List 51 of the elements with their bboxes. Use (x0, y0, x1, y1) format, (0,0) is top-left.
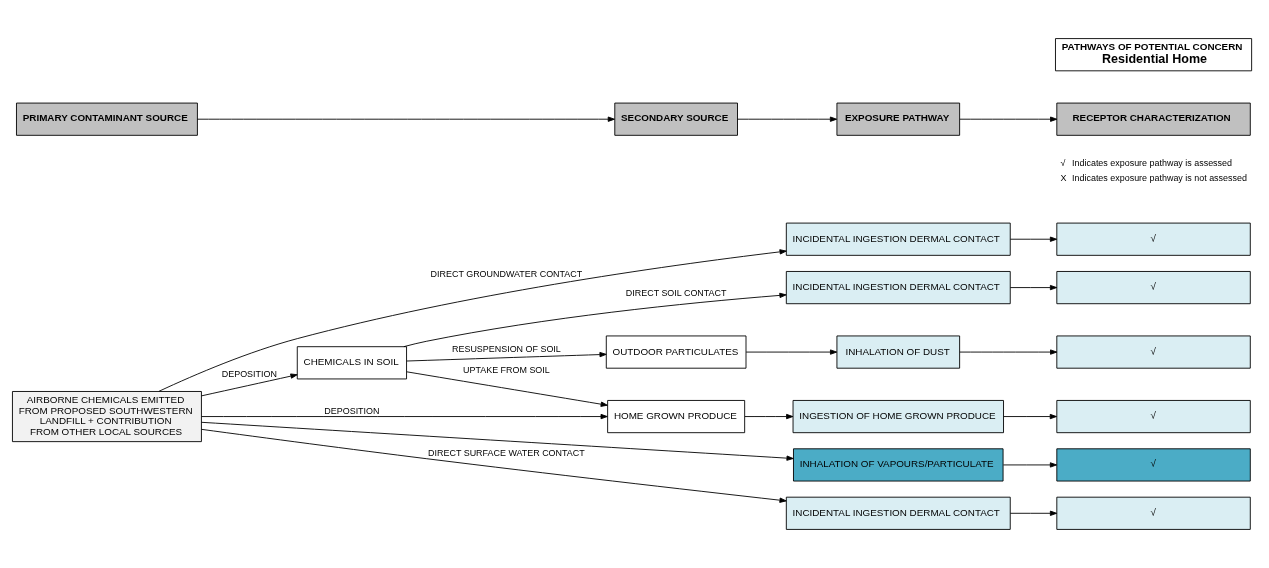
node-box: PRIMARY CONTAMINANT SOURCE (16, 102, 198, 136)
arrow (197, 116, 615, 122)
node-box: SECONDARY SOURCE (614, 102, 738, 136)
node-box: INCIDENTAL INGESTION DERMAL CONTACT (785, 496, 1011, 530)
arrow (201, 373, 298, 397)
arrow (959, 349, 1058, 355)
arrow (1009, 510, 1058, 516)
node-box: INHALATION OF DUST (836, 335, 961, 369)
node-box: √ (1056, 496, 1251, 530)
node-box: INCIDENTAL INGESTION DERMAL CONTACT (785, 222, 1011, 256)
label: √ (1060, 157, 1066, 168)
arrow (406, 351, 607, 362)
node-box: OUTDOOR PARTICULATES (605, 335, 747, 369)
arrow (158, 249, 787, 392)
label: X (1060, 173, 1067, 183)
arrow (403, 292, 787, 348)
arrow (745, 349, 838, 355)
node-box: INHALATION OF VAPOURS/PARTICULATE (793, 448, 1004, 482)
arrow (406, 371, 608, 407)
edge-label: DIRECT GROUNDWATER CONTACT (430, 268, 583, 279)
node-box: RECEPTOR CHARACTERIZATION (1056, 102, 1251, 136)
edge-label: DEPOSITION (324, 405, 380, 416)
node-box: HOME GROWN PRODUCE (607, 400, 746, 434)
arrow (959, 116, 1058, 122)
node-box: √ (1056, 335, 1251, 369)
node-box: √ (1056, 271, 1251, 305)
arrow (737, 116, 838, 122)
arrow (1009, 236, 1058, 242)
node-box: INGESTION OF HOME GROWN PRODUCE (792, 400, 1004, 434)
arrow (1009, 284, 1058, 291)
edge-label: DIRECT SURFACE WATER CONTACT (428, 447, 585, 458)
arrow (201, 413, 608, 420)
label: Indicates exposure pathway is not assessed (1072, 173, 1247, 183)
node-box: √ (1056, 448, 1251, 482)
node-box: √ (1056, 222, 1251, 256)
edge-label: UPTAKE FROM SOIL (463, 364, 550, 375)
arrow (1003, 413, 1057, 420)
arrow (201, 421, 794, 461)
edge-label: RESUSPENSION OF SOIL (452, 344, 561, 355)
node-box: PATHWAYS OF POTENTIAL CONCERN Residential Home (1055, 38, 1253, 72)
node-box: CHEMICALS IN SOIL (296, 346, 407, 380)
node-box: AIRBORNE CHEMICALS EMITTED FROM PROPOSED SOUTHWESTERN LANDFILL + CONTRIBUTION FROM OTHER LOCAL SOURCES (12, 391, 202, 443)
edge-label: DEPOSITION (221, 369, 277, 380)
arrow (201, 428, 787, 503)
arrow (744, 413, 794, 420)
edge-label: DIRECT SOIL CONTACT (625, 287, 727, 298)
node-box: EXPOSURE PATHWAY (836, 102, 961, 136)
label: Indicates exposure pathway is assessed (1072, 157, 1233, 168)
node-box: INCIDENTAL INGESTION DERMAL CONTACT (785, 271, 1011, 305)
arrow (1002, 462, 1058, 468)
node-box: √ (1056, 400, 1251, 434)
